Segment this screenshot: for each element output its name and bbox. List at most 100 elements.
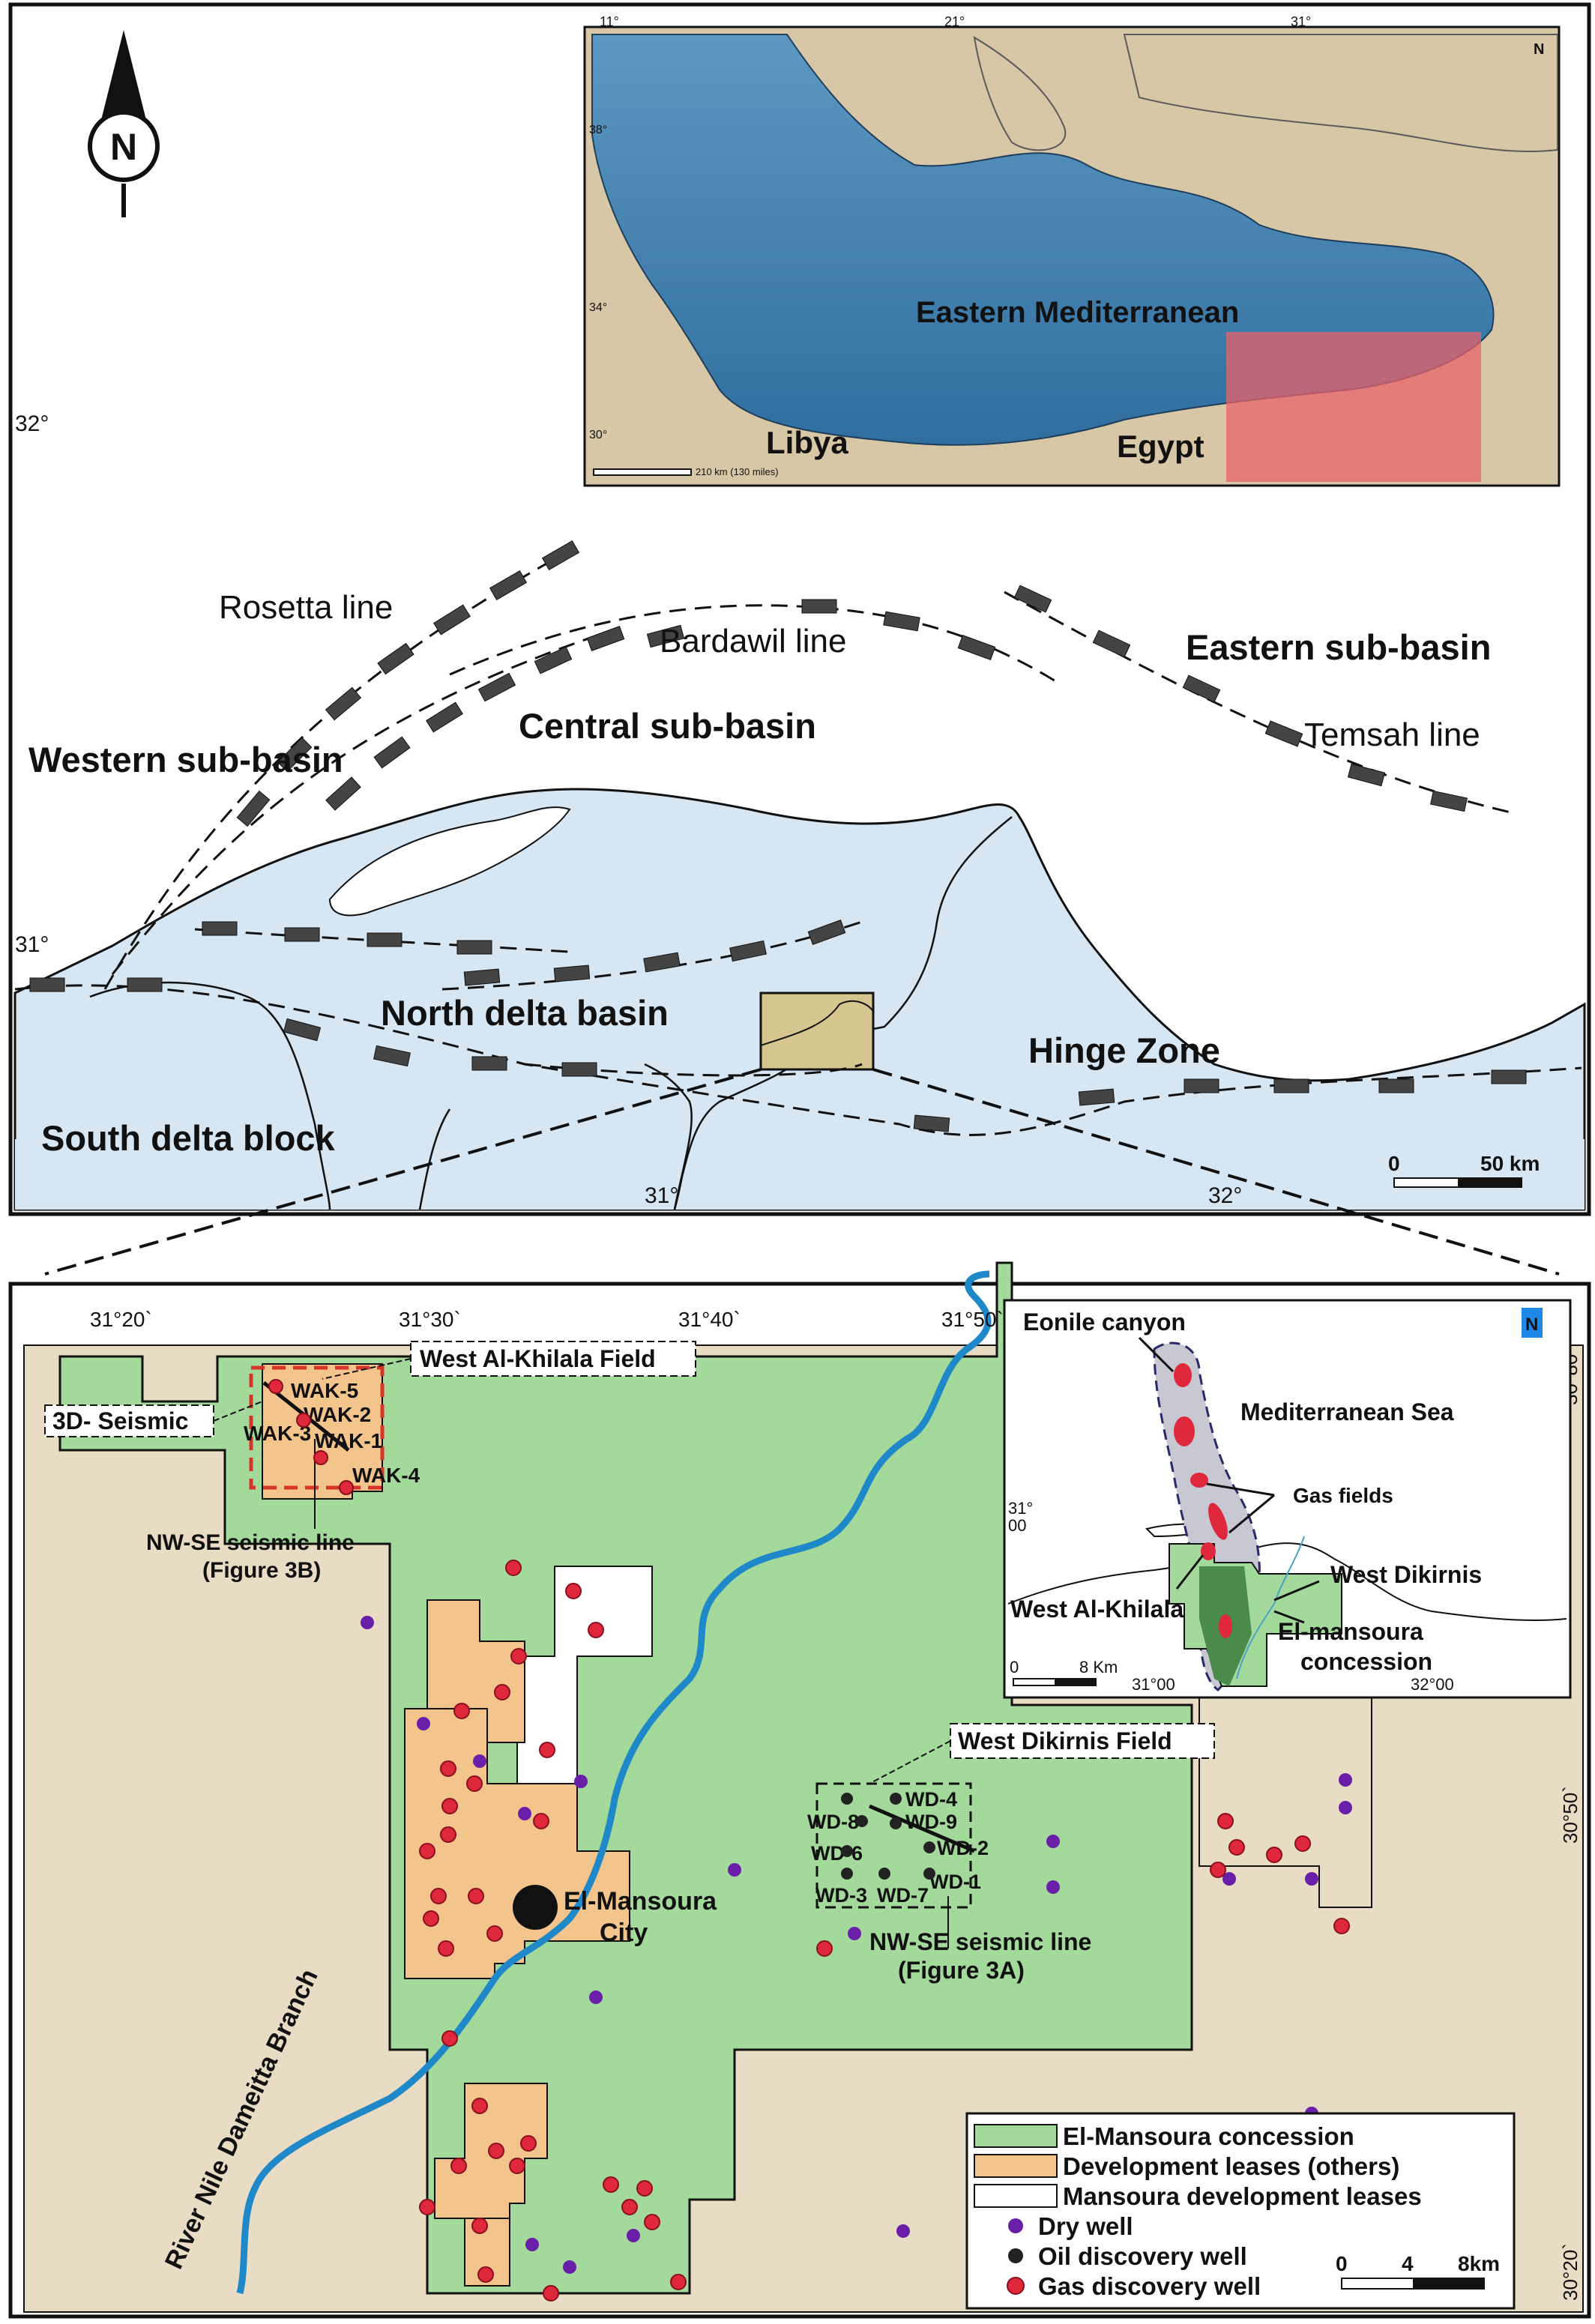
legend-swatch-concession bbox=[974, 2124, 1058, 2148]
west-dikirnis-arrow bbox=[1273, 1580, 1320, 1602]
dry-well bbox=[589, 1991, 603, 2004]
gas-well bbox=[440, 1826, 456, 1843]
oil-well bbox=[841, 1793, 853, 1805]
gas-well bbox=[636, 2180, 653, 2197]
seismic-line-b-l2: (Figure 3B) bbox=[202, 1558, 321, 1583]
seismic-line-b-l1: NW-SE seismic line bbox=[146, 1530, 355, 1555]
gas-well bbox=[438, 1940, 454, 1957]
gas-well bbox=[477, 2266, 494, 2283]
gas-well bbox=[1228, 1839, 1245, 1856]
concession-area bbox=[58, 1261, 1193, 2295]
gas-well bbox=[468, 1888, 484, 1904]
gas-well bbox=[539, 1742, 555, 1758]
overview-tick-34: 34° bbox=[589, 301, 607, 314]
overview-label-libya: Libya bbox=[766, 425, 848, 460]
label-central-sub-basin: Central sub-basin bbox=[519, 706, 816, 746]
hinge-line-main bbox=[14, 984, 1582, 1136]
gas-well bbox=[471, 2218, 488, 2234]
oil-well bbox=[841, 1868, 853, 1880]
dry-well bbox=[417, 1717, 430, 1730]
label-north-delta-basin: North delta basin bbox=[381, 993, 669, 1033]
gas-well bbox=[313, 1450, 328, 1465]
gas-well bbox=[423, 1910, 439, 1927]
detail-tick-3120: 31°20` bbox=[90, 1308, 152, 1331]
dry-well bbox=[627, 2229, 640, 2242]
lagoon bbox=[328, 806, 571, 917]
gas-well bbox=[520, 2135, 537, 2152]
gas-well bbox=[486, 1925, 503, 1942]
overview-tick-30: 30° bbox=[589, 429, 607, 441]
legend-oil-well-icon bbox=[1008, 2248, 1023, 2263]
delta-land bbox=[15, 1139, 1585, 1210]
seismic-line-a-l2: (Figure 3A) bbox=[898, 1957, 1025, 1984]
regional-map-panel: Rosetta line Bardawil line Eastern sub-b… bbox=[8, 2, 1591, 1276]
gas-well bbox=[588, 1622, 604, 1638]
inset-scale-bar-fill bbox=[1055, 1679, 1096, 1685]
legend-dry-well-icon bbox=[1008, 2218, 1023, 2233]
detail-scale-bar-fill bbox=[1413, 2278, 1484, 2289]
seismic-3d-label-box bbox=[44, 1404, 214, 1437]
dry-well bbox=[1339, 1773, 1352, 1787]
nile-branch-west bbox=[89, 981, 331, 1210]
overview-label-egypt: Egypt bbox=[1117, 429, 1204, 464]
inset-tick-31-00: 00 bbox=[1008, 1516, 1026, 1535]
detail-scale-zero: 0 bbox=[1336, 2252, 1348, 2275]
legend-swatch-mansoura-dev bbox=[974, 2184, 1058, 2208]
wd-2-label: WD-2 bbox=[937, 1837, 989, 1859]
gas-well bbox=[670, 2274, 687, 2290]
dry-well bbox=[473, 1754, 486, 1768]
gas-well bbox=[450, 2158, 467, 2174]
gas-well bbox=[1294, 1835, 1311, 1852]
label-eastern-sub-basin: Eastern sub-basin bbox=[1186, 627, 1491, 667]
inset-concession-l2: concession bbox=[1300, 1648, 1432, 1675]
wak-5-label: WAK-5 bbox=[291, 1379, 358, 1402]
gas-fields-arrow-1 bbox=[1206, 1482, 1275, 1497]
overview-scale-bar bbox=[593, 468, 692, 476]
legend-gas: Gas discovery well bbox=[1038, 2272, 1261, 2300]
gas-well bbox=[419, 2199, 435, 2215]
gas-well bbox=[430, 1888, 447, 1904]
gas-fields-arrow-2 bbox=[1228, 1494, 1275, 1534]
gas-well bbox=[466, 1775, 483, 1792]
oil-well bbox=[878, 1868, 890, 1880]
overview-tick-38: 38° bbox=[589, 124, 607, 136]
oil-well bbox=[841, 1845, 853, 1857]
west-dikirnis-label: West Dikirnis Field bbox=[958, 1727, 1172, 1754]
label-western-sub-basin: Western sub-basin bbox=[28, 740, 343, 779]
inset-gas-fields-label: Gas fields bbox=[1293, 1484, 1393, 1507]
north-arrow-label: N bbox=[110, 126, 137, 168]
west-dikirnis-label-box bbox=[950, 1723, 1215, 1759]
oil-well bbox=[890, 1793, 902, 1805]
oil-wells bbox=[841, 1793, 935, 1880]
location-inset-coast bbox=[1007, 1542, 1567, 1621]
dry-well bbox=[1046, 1835, 1060, 1848]
legend-oil: Oil discovery well bbox=[1038, 2242, 1247, 2270]
north-arrow-icon: N bbox=[88, 30, 160, 217]
label-hinge-zone: Hinge Zone bbox=[1028, 1030, 1220, 1070]
overview-tick-31: 31° bbox=[1291, 14, 1311, 29]
legend-gas-well-icon bbox=[1007, 2277, 1025, 2295]
gas-well bbox=[505, 1560, 522, 1576]
concession-arrow bbox=[1273, 1610, 1305, 1624]
gas-well bbox=[1210, 1862, 1226, 1878]
gas-well bbox=[543, 2285, 559, 2302]
detail-tick-3050: 30°50` bbox=[1559, 1786, 1582, 1844]
gas-well bbox=[603, 2176, 619, 2193]
dry-well bbox=[563, 2260, 576, 2274]
north-delta-line-mid bbox=[441, 920, 863, 991]
gas-well bbox=[533, 1813, 549, 1829]
wd-9-label: WD-9 bbox=[905, 1811, 957, 1833]
gas-well bbox=[441, 2030, 458, 2047]
gas-well bbox=[1333, 1918, 1350, 1934]
rosetta-line bbox=[103, 549, 570, 990]
detail-tick-3020: 30°20` bbox=[1559, 2243, 1582, 2301]
lon-label-32: 32° bbox=[1208, 1183, 1242, 1208]
dry-well bbox=[1305, 1872, 1318, 1886]
dry-well bbox=[518, 1807, 531, 1820]
inset-med-sea-label: Mediterranean Sea bbox=[1240, 1398, 1454, 1425]
dry-well bbox=[1222, 1872, 1236, 1886]
gas-well bbox=[339, 1480, 354, 1495]
dry-well bbox=[525, 2238, 539, 2251]
wd-field-box bbox=[815, 1782, 972, 1909]
lat-label-32: 32° bbox=[15, 411, 49, 436]
